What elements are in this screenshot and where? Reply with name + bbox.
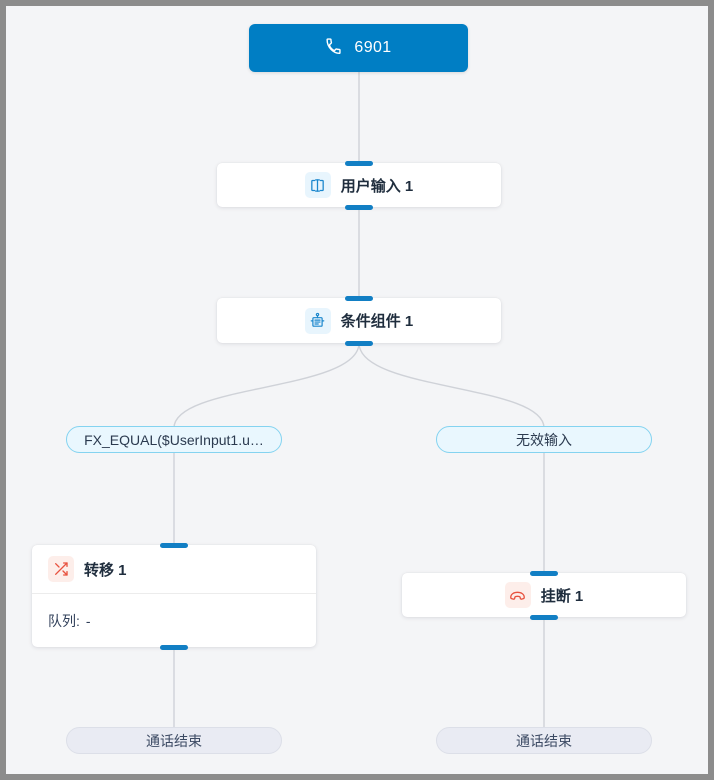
connector-stub-top[interactable] [345, 160, 373, 166]
node-user-input[interactable]: 用户输入 1 [217, 160, 501, 210]
hangup-icon [504, 582, 531, 608]
branch-pill-invalid-input[interactable]: 无效输入 [436, 426, 652, 453]
node-condition[interactable]: 条件组件 1 [217, 295, 501, 346]
node-hangup[interactable]: 挂断 1 [402, 570, 686, 620]
transfer-label: 转移 1 [84, 561, 127, 579]
connector-stub-bottom[interactable] [345, 204, 373, 210]
transfer-detail-label: 队列: [48, 612, 80, 629]
node-start-call[interactable]: 6901 [249, 24, 468, 72]
transfer-detail-row: 队列: - [32, 593, 316, 647]
end-pill-label: 通话结束 [146, 732, 202, 749]
branch-pill-condition-true[interactable]: FX_EQUAL($UserInput1.u… [66, 426, 282, 453]
condition-label: 条件组件 1 [340, 313, 414, 330]
node-transfer[interactable]: 转移 1 队列: - [32, 542, 316, 650]
edge-layer [173, 72, 545, 727]
flow-canvas[interactable]: 6901 用户输入 1 [6, 6, 708, 774]
edge-condition-to-branch-1 [173, 342, 360, 429]
user-input-icon [304, 172, 331, 198]
transfer-detail-value: - [85, 612, 91, 629]
end-pill-call-ended-left[interactable]: 通话结束 [66, 727, 282, 754]
connector-stub-bottom[interactable] [345, 340, 373, 346]
start-node-label: 6901 [354, 39, 392, 56]
connector-stub-top[interactable] [345, 295, 373, 301]
branch-pill-label: 无效输入 [516, 431, 572, 448]
edge-condition-to-branch-2 [358, 342, 545, 429]
condition-icon [304, 307, 331, 334]
branch-pill-label: FX_EQUAL($UserInput1.u… [84, 431, 264, 448]
connector-stub-bottom[interactable] [160, 644, 188, 650]
hangup-label: 挂断 1 [540, 587, 584, 605]
connector-stub-top[interactable] [160, 542, 188, 548]
end-pill-call-ended-right[interactable]: 通话结束 [436, 727, 652, 754]
connector-stub-top[interactable] [530, 570, 558, 576]
transfer-icon [48, 556, 74, 582]
connector-stub-bottom[interactable] [530, 614, 558, 620]
phone-icon [325, 37, 342, 59]
user-input-label: 用户输入 1 [340, 177, 414, 195]
end-pill-label: 通话结束 [516, 732, 572, 749]
